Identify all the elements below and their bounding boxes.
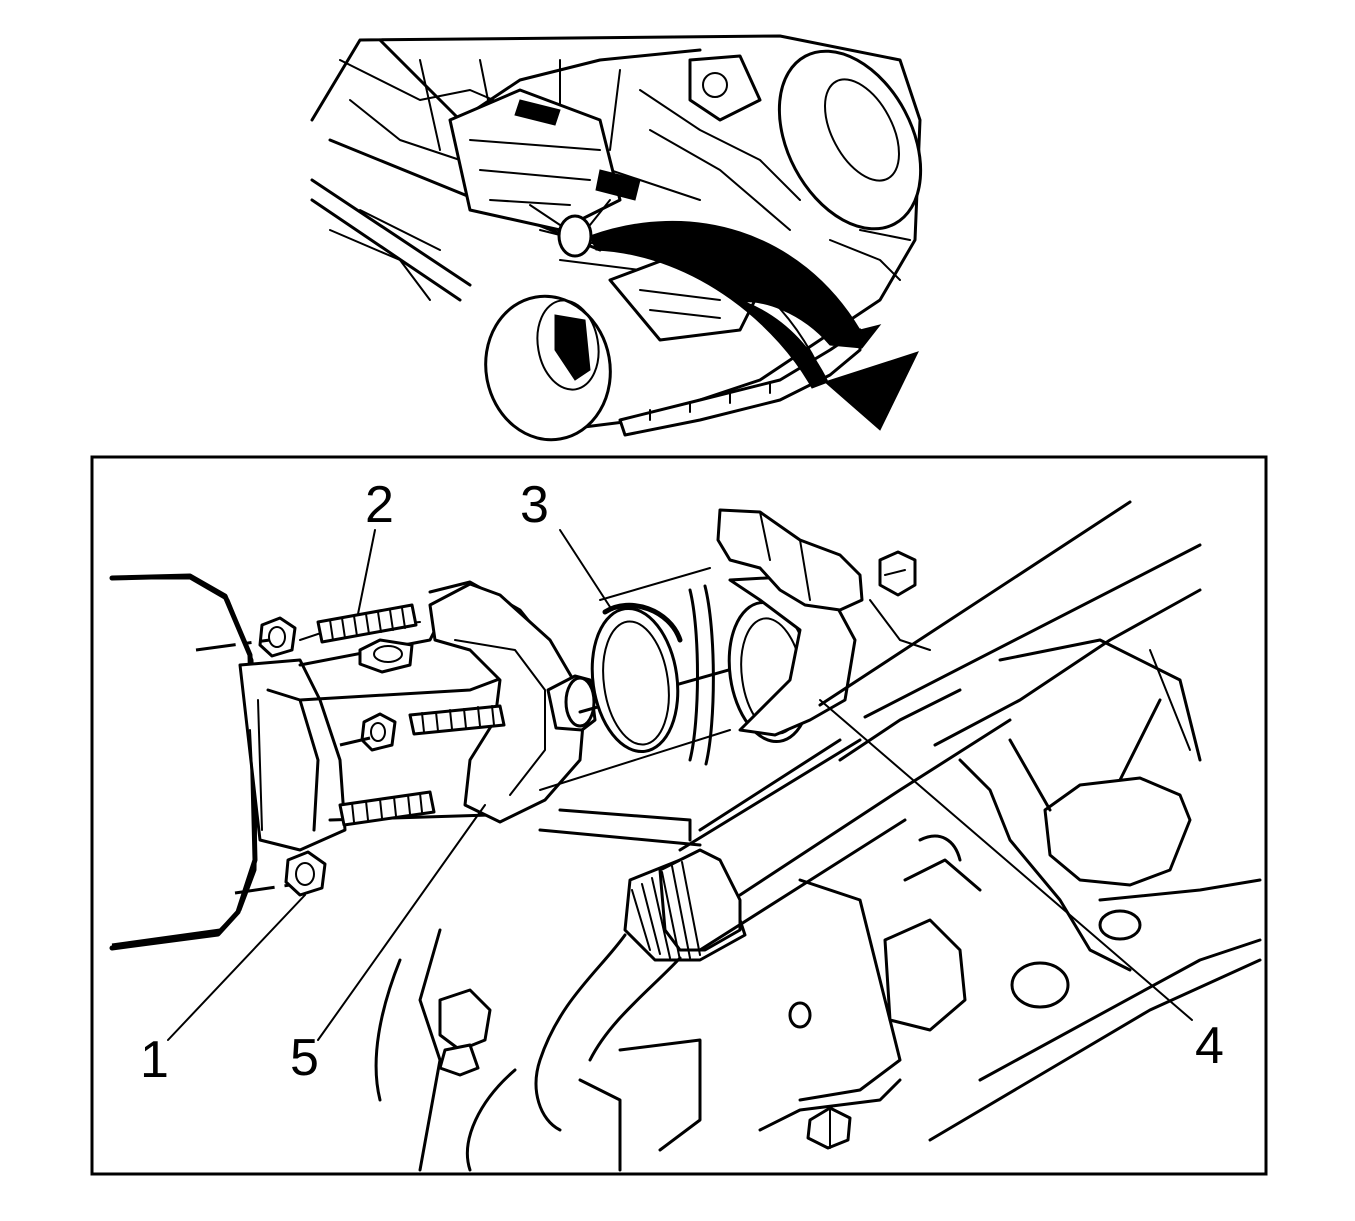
- detail-frame: [90, 455, 1268, 1176]
- callout-2-label: 2: [365, 476, 394, 534]
- callout-3-label: 3: [520, 476, 549, 534]
- callout-1-label: 1: [140, 1031, 169, 1089]
- curved-arrow-icon: [589, 220, 919, 431]
- vehicle-underbody-overview: [310, 34, 923, 442]
- callout-4-label: 4: [1195, 1017, 1224, 1075]
- callout-5-label: 5: [290, 1029, 319, 1087]
- detail-view: [109, 500, 1262, 1172]
